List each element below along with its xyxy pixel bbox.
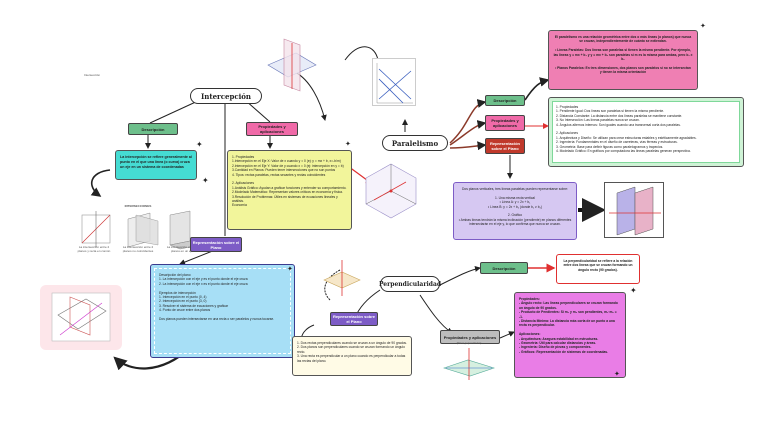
star-icon: ✦ bbox=[196, 140, 203, 149]
interseccion-image-frame bbox=[40, 285, 122, 350]
interseccion-descripcion-box: La intercepción se refiere generalmente … bbox=[115, 150, 197, 180]
paralelismo-3d-diagram bbox=[360, 160, 422, 222]
perpendicularidad-representacion-tag[interactable]: Representación sobre el Plano bbox=[330, 312, 378, 326]
node-perpendicularidad[interactable]: Perpendicularidad bbox=[379, 276, 441, 292]
perp-plane-diagram bbox=[320, 256, 364, 300]
paralelismo-representacion-tag[interactable]: Representación sobre el Plano bbox=[485, 138, 525, 154]
interseccion-representacion-text: Descripción del plano 1. La intercepción… bbox=[159, 273, 275, 322]
curved-arrow-left bbox=[90, 169, 111, 197]
paralelismo-propiedades-text: 1. Propiedades 1. Pendiente Igual: Dos l… bbox=[556, 105, 697, 154]
paralelismo-descripcion-tag[interactable]: Descripción bbox=[485, 95, 525, 106]
interseccion-diagram-row bbox=[78, 205, 208, 257]
planes-3d-icon bbox=[51, 292, 111, 342]
diagram-label-3: La intersección entre 2 planos en un eje bbox=[166, 245, 198, 253]
star-icon: ✦ bbox=[630, 286, 637, 295]
perpendicularidad-representacion-text: 1. Dos rectas perpendiculares cuando se … bbox=[297, 341, 407, 363]
paralelismo-descripcion-text: El paralelismo es una relación geométric… bbox=[553, 35, 693, 75]
paralelismo-propiedades-tag[interactable]: Propiedades y aplicaciones bbox=[485, 115, 525, 131]
star-icon: ✦ bbox=[345, 141, 351, 148]
interseccion-propiedades-tag[interactable]: Propiedades y aplicaciones bbox=[246, 122, 298, 136]
perpendicularidad-descripcion-tag[interactable]: Descripción bbox=[480, 262, 528, 274]
perpendicularidad-representacion-box: 1. Dos rectas perpendiculares cuando se … bbox=[292, 336, 412, 376]
paralelismo-representacion-box: Dos planos verticales, tres líneas paral… bbox=[453, 182, 577, 240]
perpendicularidad-propiedades-box: Propiedades: - Ángulo recto: Las líneas … bbox=[514, 292, 626, 378]
perpendicularidad-descripcion-text: La perpendicularidad se refiere a la rel… bbox=[563, 259, 633, 272]
parallel-lines-graph-icon bbox=[376, 63, 413, 104]
perp-axes-diagram bbox=[440, 346, 498, 382]
star-icon: ✦ bbox=[287, 266, 293, 273]
small-label-perp: (Plano perpendicular) bbox=[456, 342, 482, 345]
diagram-label-2: La intersección entre 2 planos no coinci… bbox=[122, 245, 154, 253]
paralelismo-graph bbox=[372, 58, 416, 106]
plane-diagrams-icon bbox=[81, 210, 201, 250]
perpendicular-axes-icon bbox=[443, 348, 495, 380]
hexagon-axes-icon bbox=[365, 163, 417, 219]
interseccion-descripcion-tag[interactable]: Descripción bbox=[128, 123, 178, 135]
star-icon: ✦ bbox=[202, 176, 209, 185]
perpendicularidad-propiedades-text: Propiedades: - Ángulo recto: Las líneas … bbox=[519, 297, 618, 354]
interseccion-propiedades-text: 1. Propiedades 1.Intercepción en el Eje … bbox=[232, 155, 347, 208]
parallel-planes-icon bbox=[609, 186, 661, 236]
paralelismo-representacion-text: Dos planos verticales, tres líneas paral… bbox=[458, 187, 572, 227]
star-icon: ✦ bbox=[700, 23, 706, 30]
interseccion-propiedades-box: 1. Propiedades 1.Intercepción en el Eje … bbox=[227, 150, 352, 230]
small-label-interseccion: Intersección bbox=[83, 73, 101, 77]
paralelismo-descripcion-box: El paralelismo es una relación geométric… bbox=[548, 30, 698, 90]
intersecting-planes-icon bbox=[267, 38, 317, 92]
perpendicularidad-propiedades-tag[interactable]: Propiedades y aplicaciones bbox=[440, 330, 500, 344]
perpendicularidad-descripcion-box: La perpendicularidad se refiere a la rel… bbox=[556, 254, 640, 284]
diagram-label-1: La intersección entre 2 planos y recta e… bbox=[77, 245, 111, 253]
node-interseccion[interactable]: Intercepción bbox=[190, 88, 262, 104]
interseccion-representacion-tag[interactable]: Representación sobre el Plano bbox=[190, 237, 242, 252]
interseccion-representacion-box: Descripción del plano 1. La intercepción… bbox=[150, 264, 295, 358]
edge-inter-desc bbox=[149, 99, 201, 124]
node-paralelismo[interactable]: Paralelismo bbox=[382, 135, 448, 151]
star-icon: ✦ bbox=[614, 371, 620, 378]
paralelismo-propiedades-box: 1. Propiedades 1. Pendiente Igual: Dos l… bbox=[548, 97, 744, 167]
interseccion-descripcion-text: La intercepción se refiere generalmente … bbox=[120, 155, 192, 169]
interseccion-3d-diagram bbox=[262, 35, 322, 95]
small-label-intersecciones: INTERSECCIONES bbox=[124, 204, 152, 208]
perpendicular-plane-icon bbox=[323, 260, 361, 296]
parallel-planes-image bbox=[604, 182, 664, 238]
